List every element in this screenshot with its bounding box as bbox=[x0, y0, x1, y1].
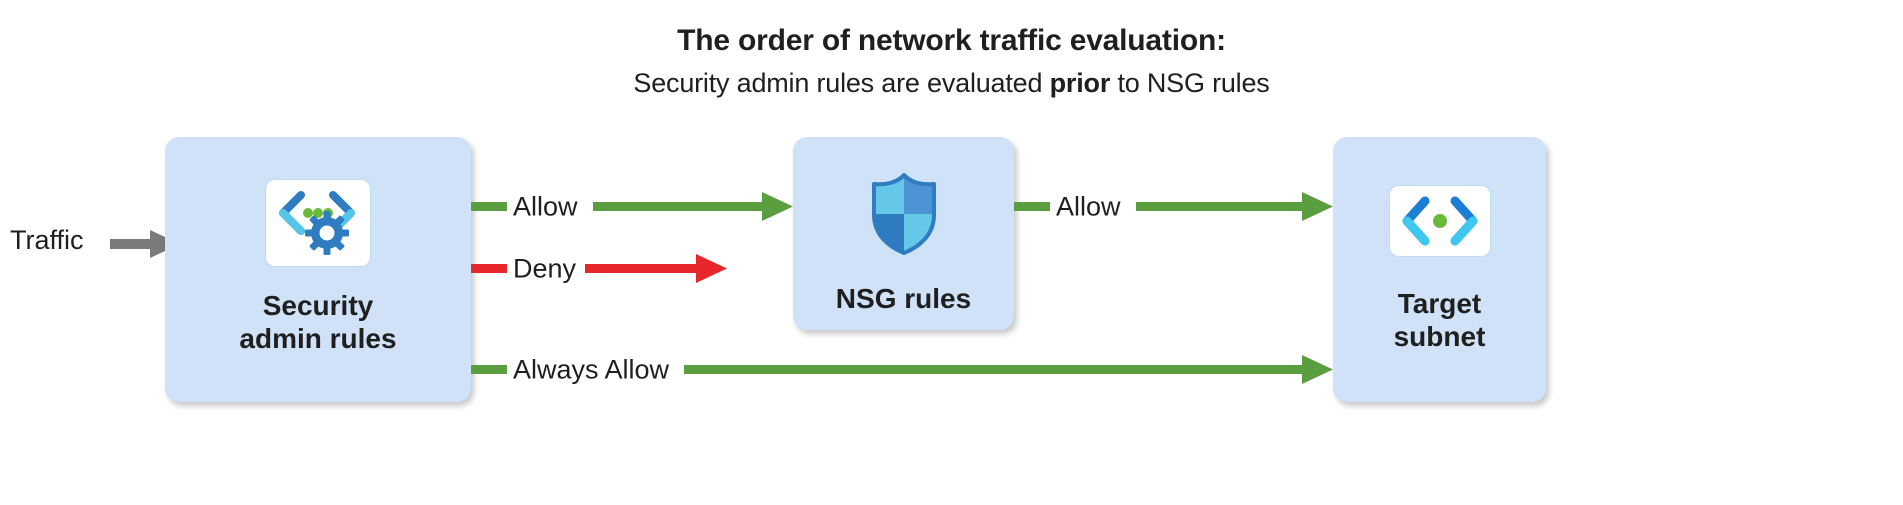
traffic-label: Traffic bbox=[10, 225, 84, 255]
target-subnet-icon-tile bbox=[1388, 185, 1491, 257]
page-subtitle: Security admin rules are evaluated prior… bbox=[0, 68, 1903, 99]
flow-label-allow-nsg-to-target: Allow bbox=[1056, 191, 1121, 222]
flow-label-deny-security: Deny bbox=[513, 253, 577, 284]
node-security-admin-rules[interactable]: Security admin rules bbox=[165, 137, 471, 402]
subnet-brackets-icon bbox=[1402, 196, 1477, 246]
node-security-admin-rules-label: Security admin rules bbox=[239, 290, 397, 355]
subtitle-text-before: Security admin rules are evaluated bbox=[633, 68, 1050, 98]
security-admin-rules-icon-tile bbox=[265, 179, 371, 267]
subtitle-text-after: to NSG rules bbox=[1110, 68, 1270, 98]
code-brackets-gear-icon bbox=[279, 191, 355, 255]
nsg-rules-icon-wrap bbox=[865, 171, 943, 262]
shield-icon bbox=[871, 173, 936, 255]
subtitle-emphasis: prior bbox=[1049, 68, 1111, 98]
flow-label-always-allow-to-target: Always Allow bbox=[513, 354, 670, 385]
node-nsg-rules-label: NSG rules bbox=[835, 283, 972, 314]
connector-deny-security bbox=[471, 254, 727, 283]
flow-label-allow-security-to-nsg: Allow bbox=[513, 191, 578, 222]
node-target-subnet-label: Target subnet bbox=[1393, 288, 1486, 353]
node-target-subnet[interactable]: Target subnet bbox=[1333, 137, 1546, 402]
page-title: The order of network traffic evaluation: bbox=[677, 24, 1226, 57]
node-nsg-rules[interactable]: NSG rules bbox=[793, 137, 1014, 330]
